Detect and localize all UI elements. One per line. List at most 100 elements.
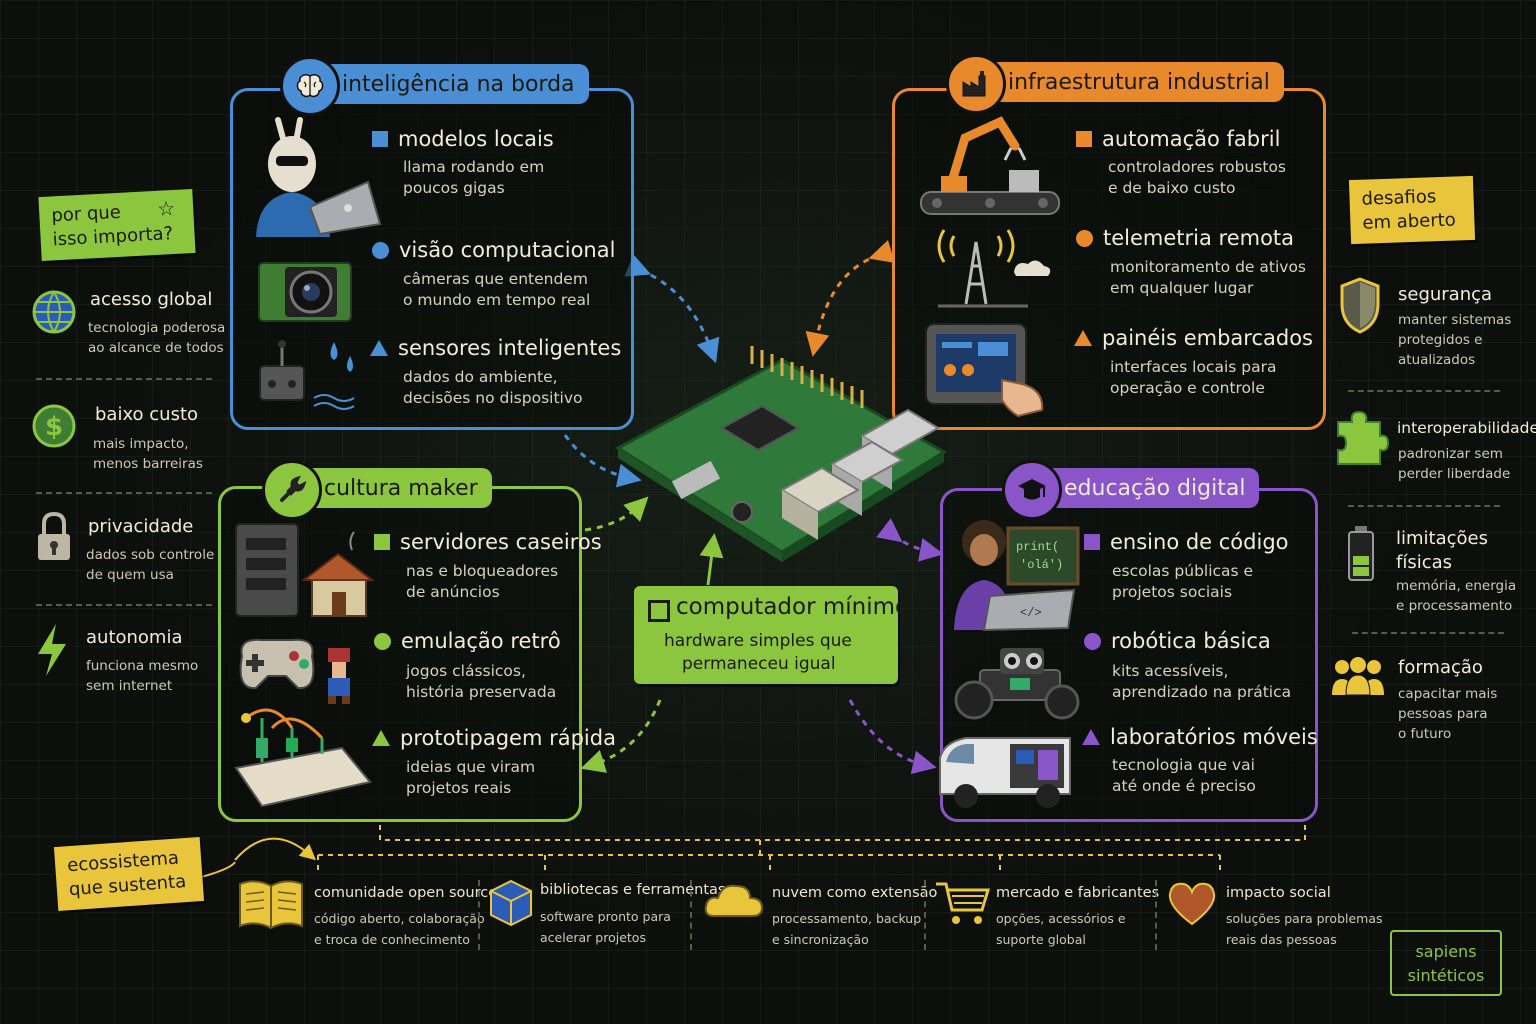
cube-icon bbox=[490, 879, 532, 927]
circle-bullet-icon bbox=[1084, 632, 1101, 650]
list-item-code-teaching: ensino de código bbox=[1084, 530, 1289, 554]
challenge-physical-limits-1: limitações bbox=[1396, 528, 1488, 549]
eco-market: mercado e fabricantes bbox=[996, 885, 1160, 901]
factory-icon bbox=[946, 54, 1006, 114]
eco-open-source: comunidade open source bbox=[314, 885, 498, 901]
list-item-factory-automation: automação fabril bbox=[1076, 127, 1280, 151]
triangle-bullet-icon bbox=[370, 340, 388, 356]
circle-bullet-icon bbox=[372, 241, 389, 259]
circle-bullet-icon bbox=[374, 632, 391, 650]
padlock-icon bbox=[38, 511, 70, 560]
star-icon: ☆ bbox=[156, 195, 176, 221]
list-item-retro-emulation: emulação retrô bbox=[374, 629, 561, 653]
camera-module-image bbox=[258, 262, 352, 322]
robot-car-image bbox=[954, 648, 1080, 720]
book-icon bbox=[239, 880, 303, 930]
center-subtitle-2: permaneceu igual bbox=[682, 654, 836, 674]
divider bbox=[924, 880, 926, 950]
llama-laptop-image bbox=[256, 117, 382, 237]
divider bbox=[690, 880, 692, 950]
breadboard-image bbox=[234, 708, 372, 808]
list-item-remote-telemetry: telemetria remota bbox=[1076, 226, 1294, 250]
divider bbox=[1348, 505, 1500, 507]
list-item-home-servers: servidores caseiros bbox=[374, 530, 602, 554]
panel-title-text: infraestrutura industrial bbox=[1008, 69, 1270, 95]
list-item-smart-sensors: sensores inteligentes bbox=[370, 336, 621, 360]
square-bullet-icon bbox=[372, 131, 388, 147]
panel-title-digital-education: educação digital bbox=[1002, 460, 1260, 520]
circle-bullet-icon bbox=[1076, 229, 1093, 247]
arrow-blue-bottom bbox=[563, 434, 642, 488]
challenge-security: segurança bbox=[1398, 284, 1493, 305]
lightning-icon bbox=[38, 624, 66, 676]
item-desc: dados do ambiente,decisões no dispositiv… bbox=[403, 368, 583, 407]
panel-title-text: educação digital bbox=[1064, 475, 1246, 501]
student-laptop-image: print( 'olá') </> bbox=[954, 520, 1080, 632]
people-icon bbox=[1332, 657, 1384, 696]
battery-icon bbox=[1348, 526, 1374, 581]
robot-arm-image bbox=[920, 116, 1060, 215]
divider bbox=[36, 378, 212, 380]
code-board-line-1: print( bbox=[1016, 540, 1059, 554]
panel-title-industrial-infra: infraestrutura industrial bbox=[946, 54, 1284, 114]
arrow-green-bottom bbox=[580, 699, 662, 773]
list-item-local-models: modelos locais bbox=[372, 127, 554, 151]
panel-title-maker-culture: cultura maker bbox=[262, 460, 492, 520]
divider bbox=[36, 604, 212, 606]
item-desc: jogos clássicos,história preservada bbox=[406, 662, 557, 701]
list-item-computer-vision: visão computacional bbox=[372, 238, 615, 262]
eco-social-impact: impacto social bbox=[1226, 885, 1331, 901]
arrow-orange bbox=[805, 240, 895, 357]
reason-low-cost: baixo custo bbox=[95, 404, 199, 425]
graduation-cap-icon bbox=[1002, 460, 1062, 520]
reason-autonomy: autonomia bbox=[86, 627, 183, 648]
divider bbox=[1352, 632, 1504, 634]
triangle-bullet-icon bbox=[1082, 729, 1100, 745]
signature-box: sapiens sintéticos bbox=[1390, 930, 1502, 996]
list-item-rapid-prototyping: prototipagem rápida bbox=[372, 726, 616, 750]
heart-icon bbox=[1168, 882, 1216, 926]
ecosystem-bracket bbox=[317, 825, 1306, 870]
challenge-training: formação bbox=[1398, 657, 1483, 678]
center-subtitle-1: hardware simples que bbox=[664, 631, 852, 651]
reason-privacy: privacidade bbox=[88, 516, 194, 537]
brain-icon bbox=[280, 56, 340, 116]
svg-text:</>: </> bbox=[1020, 606, 1042, 620]
sticky-note-why-it-matters: por que isso importa? ☆ bbox=[38, 189, 196, 261]
svg-text:$: $ bbox=[45, 412, 63, 442]
sticky-note-ecosystem: ecossistema que sustenta bbox=[53, 836, 205, 912]
list-item-basic-robotics: robótica básica bbox=[1084, 629, 1271, 653]
list-item-embedded-panels: painéis embarcados bbox=[1074, 326, 1313, 350]
square-bullet-icon bbox=[374, 534, 390, 550]
eco-cloud: nuvem como extensão bbox=[772, 885, 938, 901]
item-desc: kits acessíveis,aprendizado na prática bbox=[1112, 662, 1292, 701]
touch-panel-image bbox=[925, 323, 1044, 418]
checkbox-icon bbox=[648, 600, 670, 622]
divider bbox=[478, 880, 480, 950]
ecosystem-curve bbox=[234, 837, 317, 861]
eco-libraries: bibliotecas e ferramentas bbox=[540, 882, 726, 898]
panel-title-text: cultura maker bbox=[324, 475, 478, 501]
triangle-bullet-icon bbox=[372, 730, 390, 746]
center-label-box: computador mínimo hardware simples que p… bbox=[634, 586, 909, 684]
reason-desc: mais impacto,menos barreiras bbox=[93, 436, 203, 472]
sensor-image bbox=[259, 340, 355, 410]
puzzle-icon bbox=[1337, 410, 1390, 465]
arrow-green-center bbox=[699, 533, 724, 586]
raspberry-pi-board-image bbox=[615, 346, 947, 562]
arrow-purple-bottom bbox=[848, 699, 937, 775]
